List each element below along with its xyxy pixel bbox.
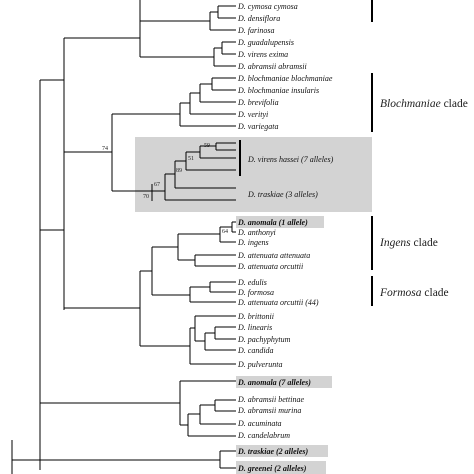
taxon-label: D. cymosa cymosa [237, 2, 298, 11]
support-value: 70 [143, 194, 149, 200]
taxon-label: D. anomala (1 allele) [237, 218, 308, 227]
taxon-label: D. virens hassei (7 alleles) [247, 155, 334, 164]
clade-label-ingens: Ingens clade [379, 237, 438, 249]
taxon-label: D. formosa [237, 288, 274, 297]
taxon-label: D. traskiae (3 alleles) [247, 190, 318, 199]
taxon-label: D. ingens [237, 238, 269, 247]
taxon-label: D. abramsii bettinae [237, 395, 304, 404]
taxon-label: D. candida [237, 346, 274, 355]
tree-branches [11, 0, 236, 474]
taxon-label: D. abramsii abramsii [237, 62, 307, 71]
taxon-label: D. guadalupensis [237, 38, 294, 47]
taxon-label: D. linearis [237, 323, 272, 332]
taxon-label: D. blochmaniae blochmaniae [237, 74, 333, 83]
support-value: 67 [154, 182, 160, 188]
highlight-box-traskiae-2 [236, 445, 328, 457]
highlight-box-greenei-2 [236, 461, 326, 474]
taxon-label: D. greenei (2 alleles) [237, 464, 307, 473]
taxon-label: D. pulverunta [237, 360, 282, 369]
taxon-label: D. blochmaniae insularis [237, 86, 319, 95]
taxon-label: D. attenuata attenuata [237, 251, 310, 260]
highlight-box-anomala-1 [236, 216, 324, 228]
clade-label-blochmaniae: Blochmaniae clade [380, 98, 468, 110]
clade-suffix: clade [422, 287, 449, 299]
taxon-label: D. densiflora [237, 14, 280, 23]
taxon-label: D. virens exima [237, 50, 288, 59]
taxon-label: D. farinosa [237, 26, 274, 35]
taxon-label: D. variegata [237, 122, 278, 131]
clade-suffix: clade [441, 98, 468, 110]
taxon-label: D. anthonyi [237, 228, 276, 237]
taxon-label: D. candelabrum [237, 431, 290, 440]
taxon-label: D. brevifolia [237, 98, 279, 107]
support-value: 51 [188, 156, 194, 162]
support-value: 59 [204, 143, 210, 149]
clade-name: Blochmaniae [380, 98, 441, 110]
taxon-label: D. attenuata orcuttii [237, 262, 303, 271]
taxon-label: D. attenuata orcuttii (44) [237, 298, 319, 307]
clade-name: Formosa [379, 287, 422, 299]
taxon-label: D. traskiae (2 alleles) [237, 447, 309, 456]
taxon-label: D. verityi [237, 110, 268, 119]
support-value: 64 [222, 229, 228, 235]
taxon-label: D. brittonii [237, 312, 274, 321]
taxon-label: D. anomala (7 alleles) [237, 378, 311, 387]
taxon-label: D. edulis [237, 278, 267, 287]
highlight-box-anomala-7 [236, 376, 332, 388]
clade-name: Ingens [379, 237, 411, 249]
clade-label-formosa: Formosa clade [379, 287, 449, 299]
support-value: 89 [176, 168, 182, 174]
support-value: 74 [102, 146, 108, 152]
taxon-label: D. acuminata [237, 419, 282, 428]
taxon-label: D. pachyphytum [237, 335, 291, 344]
clade-suffix: clade [411, 237, 438, 249]
taxon-labels: D. cymosa cymosa D. densiflora D. farino… [237, 2, 334, 473]
taxon-label: D. abramsii murina [237, 406, 301, 415]
